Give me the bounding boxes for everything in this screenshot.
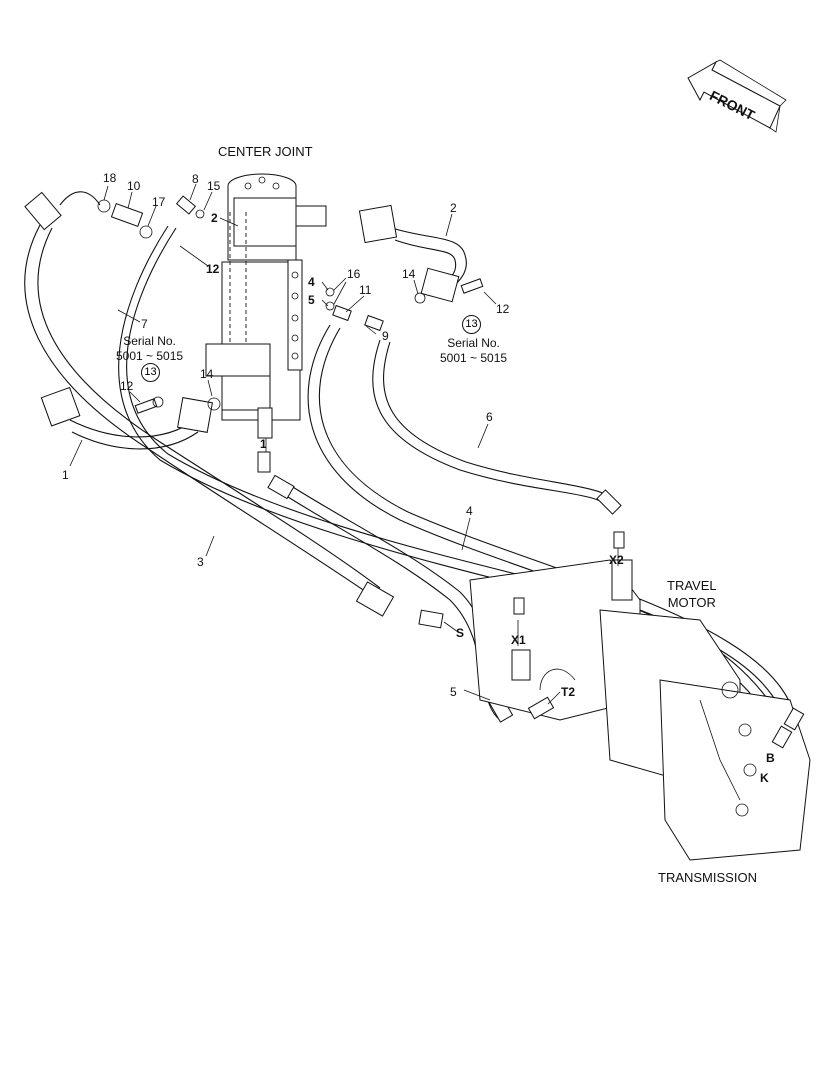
transmission-title: TRANSMISSION: [658, 870, 757, 885]
part-label-15: 15: [207, 179, 221, 193]
port-label-x2: X2: [609, 553, 624, 567]
hose-6: [372, 339, 622, 515]
center-joint-title: CENTER JOINT: [218, 144, 313, 159]
center-joint: [205, 173, 327, 439]
fitting-group: [97, 195, 805, 749]
part-label-17: 17: [152, 195, 166, 209]
leader-lines: [69, 183, 619, 705]
part-label-12-center: 12: [206, 262, 220, 276]
port-label-b: B: [766, 751, 775, 765]
part-label-8: 8: [192, 172, 199, 186]
front-arrow-icon: [687, 59, 787, 133]
part-label-5-joint: 5: [308, 293, 315, 307]
part-label-9: 9: [382, 329, 389, 343]
circled-part-13-right: 13: [462, 315, 481, 334]
part-label-5-hose: 5: [450, 685, 457, 699]
part-label-4-hose: 4: [466, 504, 473, 518]
part-label-6: 6: [486, 410, 493, 424]
part-label-2-center: 2: [211, 211, 218, 225]
part-label-16: 16: [347, 267, 361, 281]
port-label-x1: X1: [511, 633, 526, 647]
serial-note-right: Serial No. 5001 ~ 5015: [440, 336, 508, 365]
travel-motor-title: TRAVEL MOTOR: [667, 578, 717, 610]
circled-part-13-left: 13: [141, 363, 160, 382]
travel-motor: [469, 559, 811, 861]
part-label-10: 10: [127, 179, 141, 193]
part-label-4-joint: 4: [308, 275, 315, 289]
part-label-12-right: 12: [496, 302, 510, 316]
part-label-3: 3: [197, 555, 204, 569]
port-label-k: K: [760, 771, 769, 785]
part-label-11: 11: [359, 283, 372, 297]
part-label-14-right: 14: [402, 267, 416, 281]
part-label-7: 7: [141, 317, 148, 331]
hose-2: [358, 204, 467, 303]
part-label-12-left: 12: [120, 379, 134, 393]
part-label-1: 1: [62, 468, 69, 482]
part-label-14-left: 14: [200, 367, 214, 381]
serial-note-left: Serial No. 5001 ~ 5015: [116, 334, 184, 363]
part-label-18: 18: [103, 171, 117, 185]
port-label-s: S: [456, 626, 465, 640]
part-label-2-hose: 2: [450, 201, 457, 215]
hose-4: [307, 324, 801, 741]
port-label-t2: T2: [561, 685, 576, 699]
hose-1: [40, 386, 213, 450]
part-label-1-joint: 1: [260, 437, 267, 451]
